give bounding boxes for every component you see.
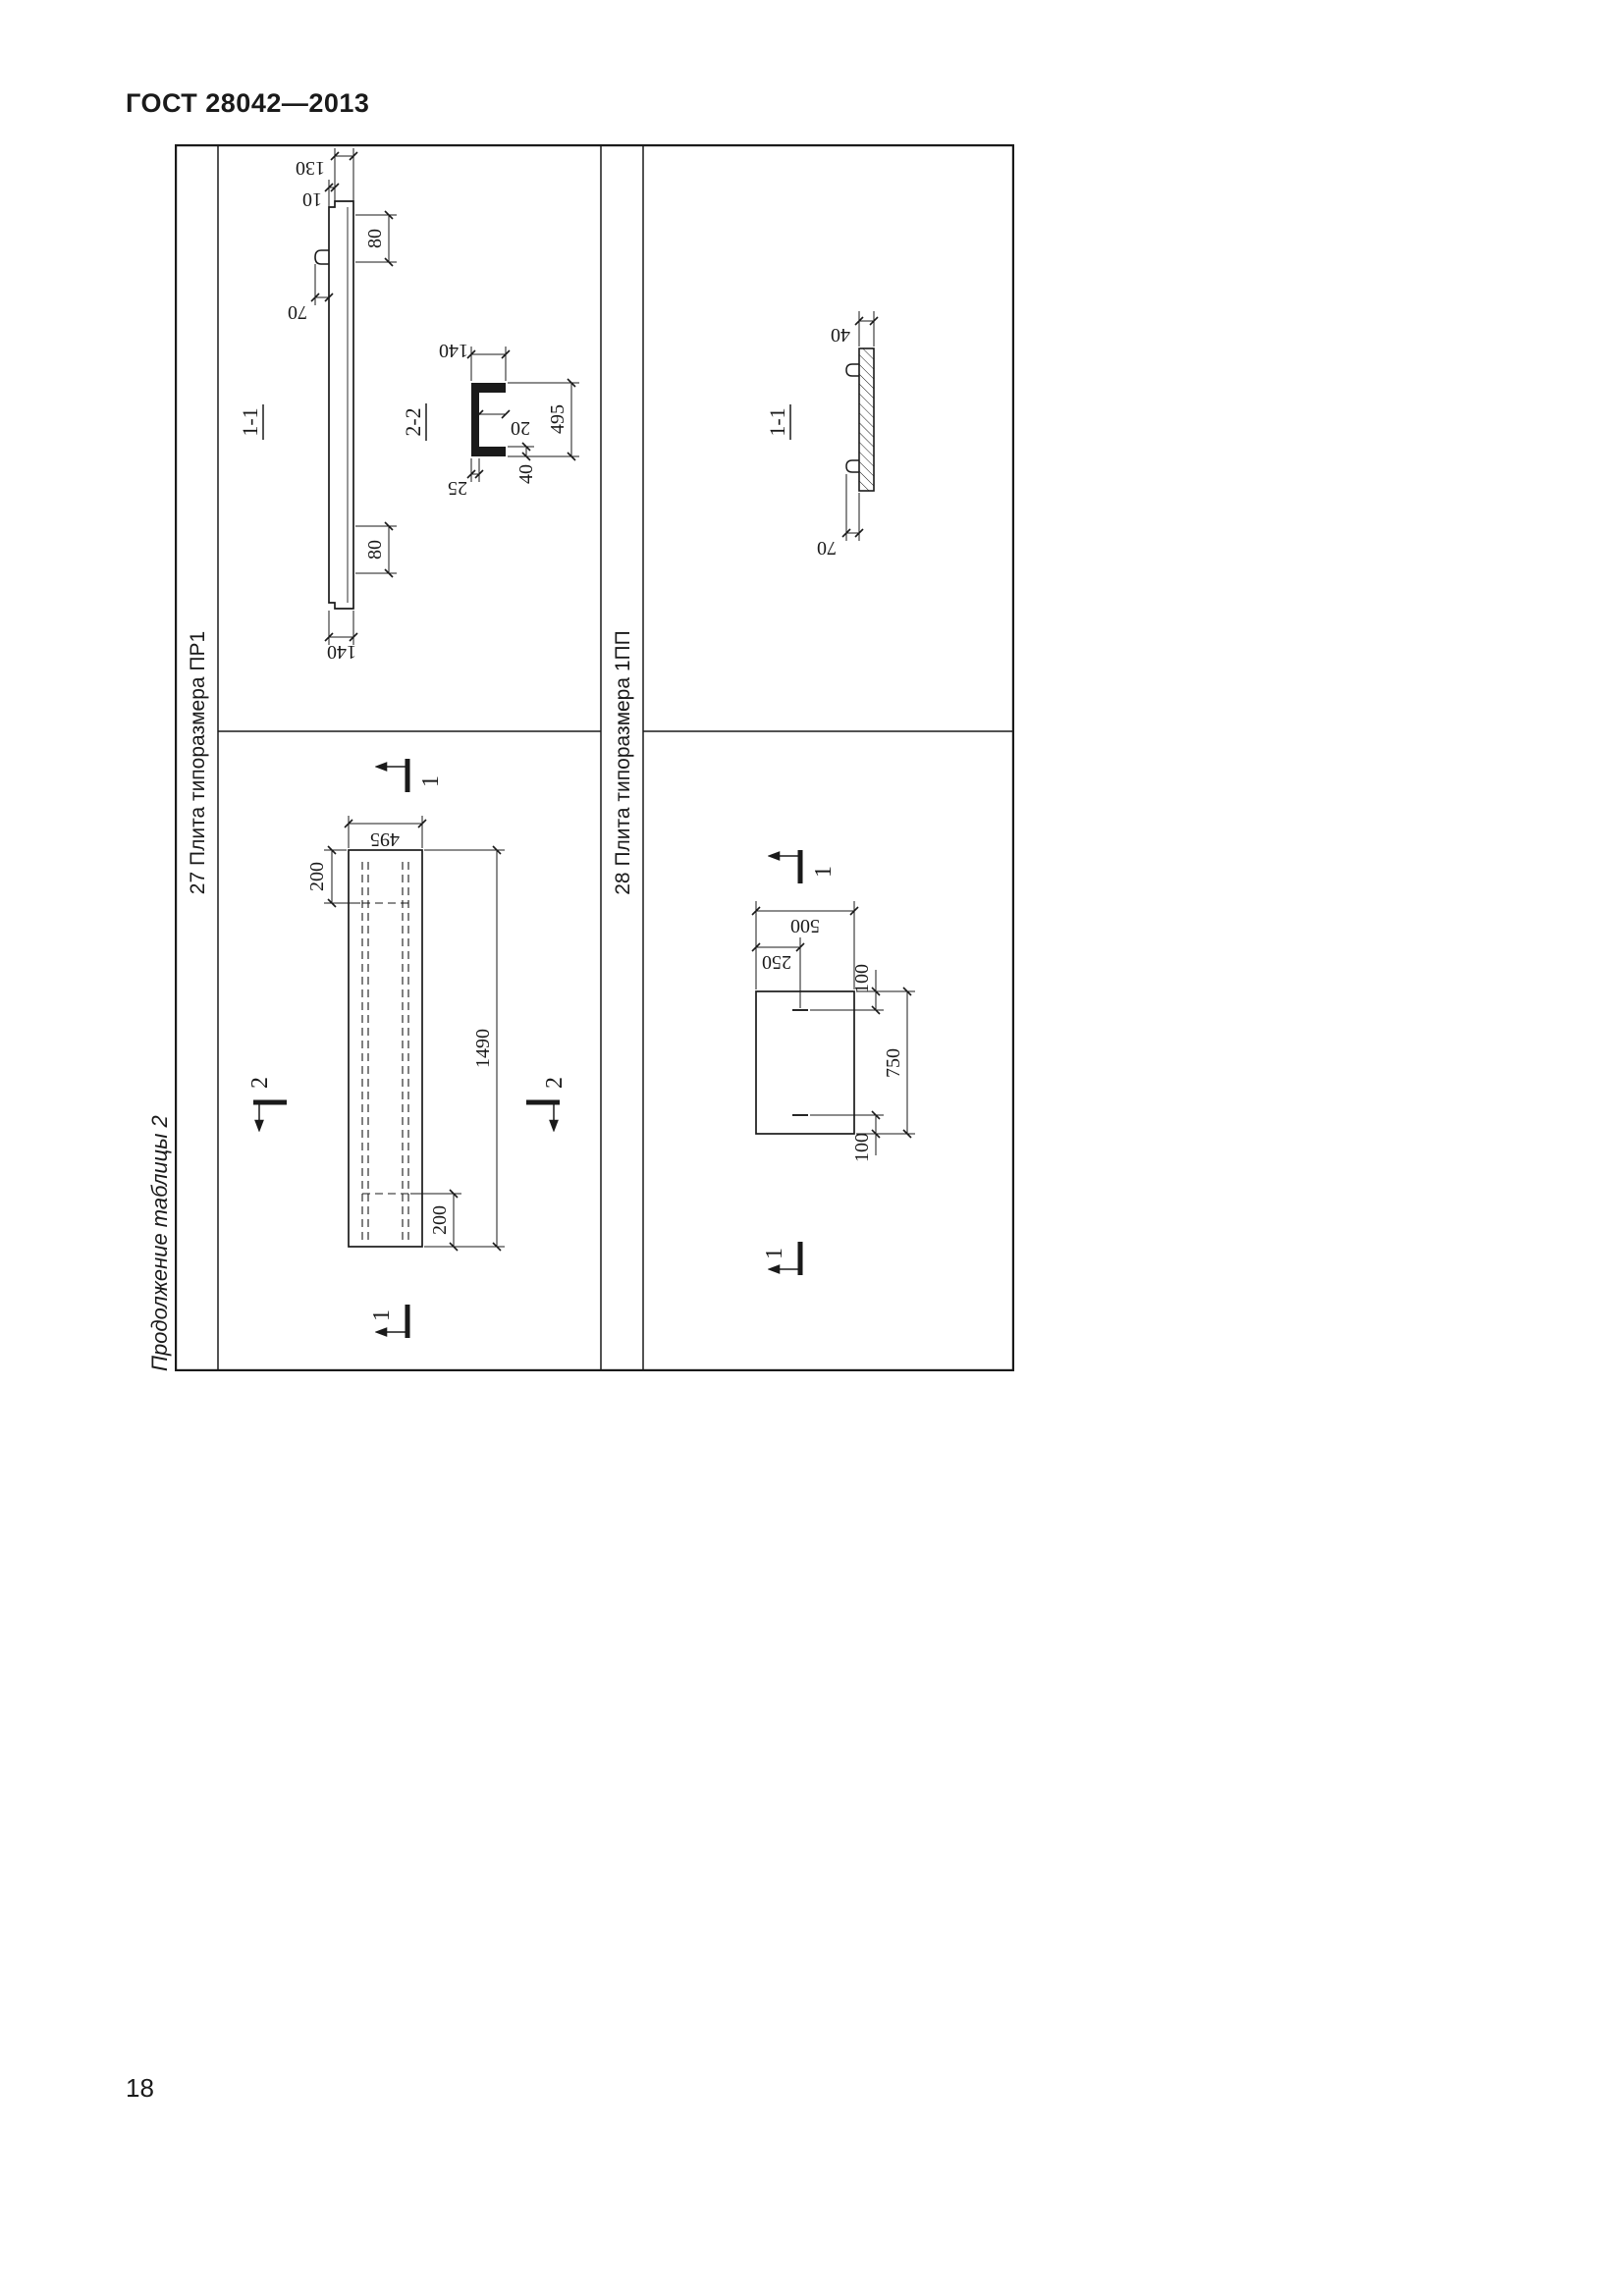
plan-view-1pp: 250 500 750 100 100 — [751, 850, 915, 1275]
cut-mark-1-left-1pp: 1 — [762, 1248, 787, 1259]
section-1-1-pr1: 1-1 140 10 130 — [238, 148, 397, 663]
dim-width-1pp: 500 — [790, 915, 820, 936]
cut-mark-2-top-pr1: 2 — [247, 1077, 273, 1089]
dim-section-height-total-pr1: 140 — [327, 641, 356, 663]
standard-number: ГОСТ 28042—2013 — [126, 88, 370, 118]
cut-mark-2-bottom-pr1: 2 — [542, 1077, 568, 1089]
row-title-1pp: 28 Плита типоразмера 1ПП — [612, 630, 634, 895]
drawing-sheet: 27 Плита типоразмера ПР1 1490 49 — [175, 144, 1014, 1371]
slab-section-1pp — [858, 347, 875, 492]
dim-plan-width-pr1: 495 — [370, 828, 400, 850]
dim-loop-height-pr1: 70 — [288, 301, 307, 323]
dim-end-left-pr1: 80 — [364, 540, 386, 560]
dim-section22-width-pr1: 495 — [547, 404, 568, 434]
dim-section22-height-pr1: 140 — [439, 340, 468, 361]
section-2-2-label-pr1: 2-2 — [401, 407, 425, 436]
dim-loop-height-1pp: 70 — [817, 537, 837, 559]
cut-mark-1-right-1pp: 1 — [811, 866, 837, 878]
dim-thickness-1pp: 40 — [831, 324, 850, 346]
channel-profile-pr1 — [471, 383, 506, 456]
dim-loop-right-1pp: 100 — [851, 964, 873, 993]
lifting-loop-right-1pp — [845, 363, 859, 377]
section-1-1-label-pr1: 1-1 — [238, 407, 262, 436]
cut-mark-1-left-pr1: 1 — [369, 1309, 395, 1321]
dim-plan-end-left-pr1: 200 — [429, 1205, 451, 1235]
lifting-loop-pr1 — [314, 249, 329, 265]
plan-view-pr1: 1490 495 200 200 1 — [247, 759, 568, 1338]
dim-length-1pp: 750 — [883, 1048, 904, 1078]
dim-slab-pr1: 25 — [448, 477, 467, 499]
section-1-1-1pp: 1-1 40 70 — [765, 311, 879, 559]
table-frame — [175, 144, 1014, 1371]
dim-section-rebate-pr1: 10 — [302, 188, 322, 210]
row-title-pr1: 27 Плита типоразмера ПР1 — [187, 631, 209, 894]
dim-half-width-1pp: 250 — [762, 951, 791, 973]
section-1-1-label-1pp: 1-1 — [765, 407, 789, 436]
page-number: 18 — [126, 2073, 154, 2103]
dim-web-pr1: 20 — [511, 417, 530, 439]
dim-loop-left-1pp: 100 — [851, 1133, 873, 1162]
cut-mark-1-right-pr1: 1 — [418, 775, 444, 787]
dim-section-height-main-pr1: 130 — [296, 157, 325, 179]
lifting-loop-left-1pp — [845, 459, 859, 473]
dim-plan-end-right-pr1: 200 — [306, 862, 328, 891]
dim-rib-pr1: 40 — [515, 464, 537, 484]
section-2-2-pr1: 2-2 495 25 140 — [401, 340, 579, 499]
dim-end-right-pr1: 80 — [364, 229, 386, 248]
dim-plan-length-pr1: 1490 — [472, 1029, 494, 1068]
table-continuation-caption: Продолжение таблицы 2 — [147, 1115, 172, 1371]
